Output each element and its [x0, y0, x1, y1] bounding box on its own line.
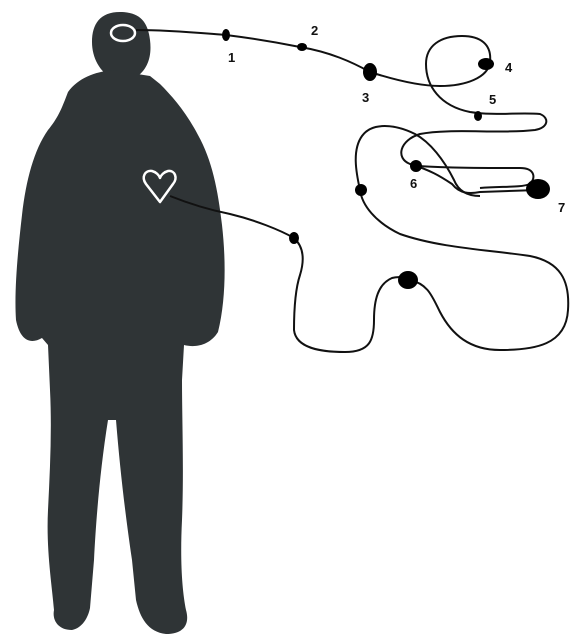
- label-node-1: 1: [228, 50, 235, 65]
- label-node-6: 6: [410, 176, 417, 191]
- node-4: [478, 58, 494, 70]
- node-loop-big: [398, 271, 418, 289]
- label-node-4: 4: [505, 60, 513, 75]
- node-7: [526, 179, 550, 199]
- label-node-3: 3: [362, 90, 369, 105]
- label-node-2: 2: [311, 23, 318, 38]
- path-nodes: [222, 29, 550, 289]
- mid-loop-line: [418, 166, 533, 188]
- heart-path-line: [170, 126, 568, 352]
- node-3: [363, 63, 377, 81]
- node-loop-left: [355, 184, 367, 196]
- label-node-7: 7: [558, 200, 565, 215]
- node-2: [297, 43, 307, 51]
- person-silhouette-icon: [15, 12, 224, 634]
- node-6: [410, 160, 422, 172]
- node-1: [222, 29, 230, 41]
- label-node-5: 5: [489, 92, 496, 107]
- node-heart-1: [289, 232, 299, 244]
- node-5: [474, 111, 482, 121]
